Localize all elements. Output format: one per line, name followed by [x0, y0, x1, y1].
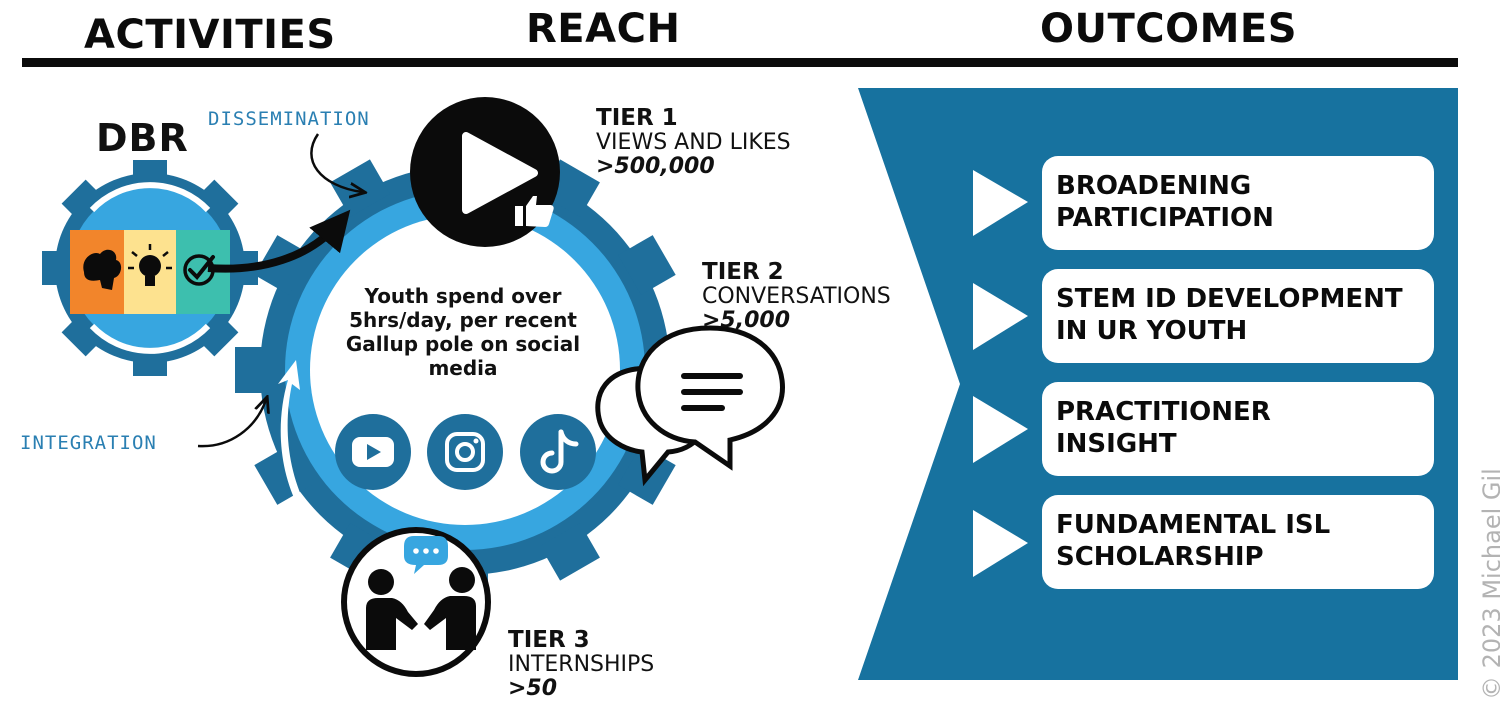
dbr-to-reach-arrow — [207, 209, 351, 273]
outcome-stem-id-development: STEM ID DEVELOPMENT IN UR YOUTH — [1042, 269, 1434, 363]
tier-3-info: TIER 3 INTERNSHIPS >50 — [508, 628, 654, 700]
tier-2-label: CONVERSATIONS — [702, 283, 891, 309]
instagram-icon — [427, 414, 503, 490]
handshake-people-icon — [341, 527, 491, 677]
tier-1-info: TIER 1 VIEWS AND LIKES >500,000 — [596, 106, 791, 178]
tiktok-icon — [520, 414, 596, 490]
copyright-notice: © 2023 Michael Gil — [1478, 468, 1500, 700]
youtube-icon — [335, 414, 411, 490]
tier-1-label: VIEWS AND LIKES — [596, 129, 791, 155]
outcome-4-marker — [973, 510, 1028, 577]
outcome-4-text: FUNDAMENTAL ISL SCHOLARSHIP — [1056, 510, 1331, 572]
outcome-1-text: BROADENING PARTICIPATION — [1056, 171, 1274, 233]
outcome-fundamental-isl-scholarship: FUNDAMENTAL ISL SCHOLARSHIP — [1042, 495, 1434, 589]
integration-swoosh — [278, 360, 306, 510]
tier-3-title: TIER 3 — [508, 627, 590, 653]
tier-2-value: >5,000 — [702, 307, 791, 333]
outcome-1-marker — [973, 170, 1028, 236]
dbr-label: DBR — [96, 116, 189, 160]
outcome-2-text: STEM ID DEVELOPMENT IN UR YOUTH — [1056, 284, 1403, 346]
play-thumbs-up-icon — [410, 97, 560, 247]
header-divider — [22, 58, 1458, 67]
brain-icon — [83, 249, 122, 290]
lightbulb-icon — [128, 244, 172, 286]
tier-1-value: >500,000 — [596, 153, 715, 179]
tier-3-value: >50 — [508, 675, 558, 701]
activities-header: ACTIVITIES — [84, 12, 336, 58]
tier-1-title: TIER 1 — [596, 105, 678, 131]
tier-2-title: TIER 2 — [702, 259, 784, 285]
tier-3-label: INTERNSHIPS — [508, 651, 655, 677]
youth-social-media-text: Youth spend over 5hrs/day, per recent Ga… — [345, 284, 581, 380]
integration-arrow — [197, 400, 266, 448]
outcome-3-text: PRACTITIONER INSIGHT — [1056, 397, 1271, 459]
integration-label: INTEGRATION — [20, 432, 157, 454]
dissemination-label: DISSEMINATION — [208, 108, 370, 130]
speech-bubbles-icon — [595, 325, 785, 487]
reach-header: REACH — [526, 6, 681, 52]
outcome-practitioner-insight: PRACTITIONER INSIGHT — [1042, 382, 1434, 476]
outcome-broadening-participation: BROADENING PARTICIPATION — [1042, 156, 1434, 250]
tier-2-info: TIER 2 CONVERSATIONS >5,000 — [702, 260, 891, 332]
outcome-3-marker — [973, 396, 1028, 463]
outcomes-header: OUTCOMES — [1040, 6, 1298, 52]
outcome-2-marker — [973, 283, 1028, 350]
dissemination-arrow — [310, 133, 362, 192]
